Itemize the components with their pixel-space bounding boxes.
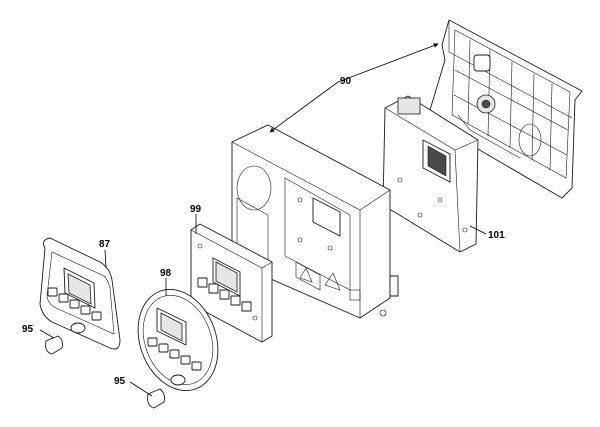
- knob-95-a: [45, 335, 63, 355]
- callout-87: 87: [99, 239, 111, 250]
- leader-lines: [39, 43, 487, 397]
- callout-101: 101: [488, 230, 505, 241]
- circuit-board-101: [382, 95, 479, 253]
- callout-95-b: 95: [114, 376, 126, 387]
- knob-95-b: [147, 388, 165, 409]
- back-mounting-plate: [427, 19, 583, 199]
- callout-95-a: 95: [22, 324, 34, 335]
- callout-99: 99: [190, 204, 202, 215]
- mounting-plate-99: [190, 223, 273, 343]
- callout-98: 98: [160, 268, 172, 279]
- round-bezel-98: [137, 288, 219, 392]
- front-bezel-87: [39, 237, 121, 350]
- callout-90: 90: [340, 76, 352, 87]
